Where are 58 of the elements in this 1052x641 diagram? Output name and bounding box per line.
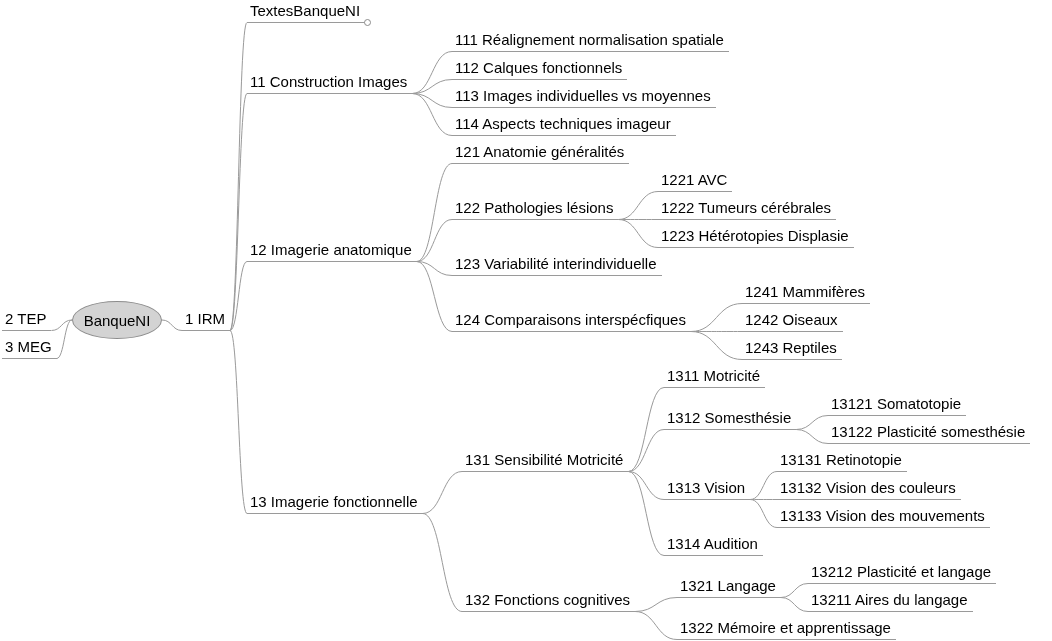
topic-label: 1241 Mammifères: [742, 282, 871, 304]
topic-label: 1242 Oiseaux: [742, 310, 843, 332]
topic-label: 2 TEP: [2, 309, 52, 331]
topic-label: TextesBanqueNI: [247, 1, 366, 23]
branch-line: [416, 219, 453, 262]
topic-label: 13121 Somatotopie: [828, 394, 967, 416]
topic-label: 1321 Langage: [677, 576, 781, 598]
branch-line: [749, 499, 778, 528]
branch-line: [229, 330, 248, 514]
topic-label: 13131 Retinotopie: [777, 450, 907, 472]
topic-label: 1243 Reptiles: [742, 338, 842, 360]
branch-line: [422, 471, 463, 514]
topic-label: 114 Aspects techniques imageur: [452, 114, 676, 136]
topic-label: 1223 Hétérotopies Displasie: [658, 226, 854, 248]
branch-line: [50, 319, 73, 331]
topic-label: 1311 Motricité: [664, 366, 766, 388]
topic-label: 1312 Somesthésie: [664, 408, 797, 430]
root-topic-ellipse: BanqueNI: [72, 301, 162, 339]
branch-line: [411, 93, 453, 136]
topic-label: 13132 Vision des couleurs: [777, 478, 961, 500]
topic-label: 13133 Vision des mouvements: [777, 506, 990, 528]
topic-label: 122 Pathologies lésions: [452, 198, 619, 220]
branch-line: [627, 387, 665, 472]
topic-label: 123 Variabilité interindividuelle: [452, 254, 662, 276]
branch-line: [422, 513, 463, 612]
branch-line: [416, 261, 453, 332]
topic-label: 111 Réalignement normalisation spatiale: [452, 30, 729, 52]
topic-label: 1313 Vision: [664, 478, 751, 500]
topic-label: 12 Imagerie anatomique: [247, 240, 417, 262]
branch-line: [690, 331, 743, 360]
branch-line: [780, 597, 809, 612]
topic-label: 13212 Plasticité et langage: [808, 562, 997, 584]
branch-line: [229, 261, 248, 331]
topic-label: 13211 Aires du langage: [808, 590, 973, 612]
branch-line: [749, 471, 778, 500]
topic-label: 13 Imagerie fonctionnelle: [247, 492, 423, 514]
topic-label: 13122 Plasticité somesthésie: [828, 422, 1031, 444]
topic-label: 1222 Tumeurs cérébrales: [658, 198, 837, 220]
branch-line: [795, 429, 829, 444]
branch-line: [627, 471, 665, 556]
branch-line: [416, 163, 453, 262]
branch-line: [161, 319, 183, 331]
topic-label: 112 Calques fonctionnels: [452, 58, 628, 80]
topic-label: 132 Fonctions cognitives: [462, 590, 636, 612]
topic-label: 113 Images individuelles vs moyennes: [452, 86, 716, 108]
branch-line: [634, 611, 678, 640]
topic-label: 1314 Audition: [664, 534, 763, 556]
topic-label: 1322 Mémoire et apprentissage: [677, 618, 896, 640]
topic-label: 121 Anatomie généralités: [452, 142, 630, 164]
branch-line: [56, 319, 73, 359]
topic-label: 124 Comparaisons interspécfiques: [452, 310, 691, 332]
branch-line: [229, 93, 248, 331]
topic-label: 131 Sensibilité Motricité: [462, 450, 629, 472]
topic-label: 1 IRM: [182, 309, 230, 331]
topic-label: 1221 AVC: [658, 170, 733, 192]
topic-label: 11 Construction Images: [247, 72, 413, 94]
topic-label: 3 MEG: [2, 337, 57, 359]
branch-line: [617, 219, 659, 248]
